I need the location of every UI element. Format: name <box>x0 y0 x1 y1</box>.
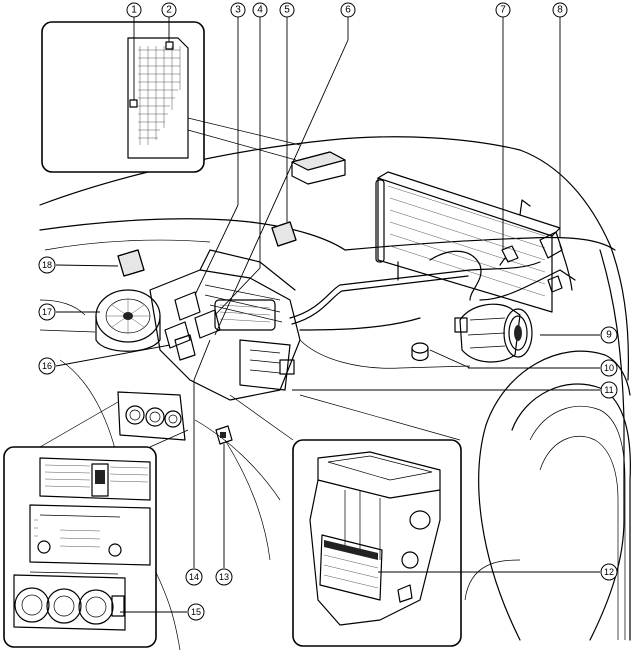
inset-climate-panel <box>3 401 189 648</box>
callout-17: 17 <box>38 303 56 321</box>
actuators <box>174 291 221 361</box>
callout-2: 2 <box>161 2 177 18</box>
hvac-unit <box>149 249 301 401</box>
callout-17-label: 17 <box>42 307 52 317</box>
callout-3-label: 3 <box>235 5 241 16</box>
callout-12-label: 12 <box>604 567 614 577</box>
callout-11: 11 <box>600 381 618 399</box>
callout-15-label: 15 <box>191 607 201 617</box>
callout-10-label: 10 <box>604 363 614 373</box>
blower-resistor <box>164 321 191 349</box>
in-car-sensor <box>215 425 233 445</box>
callout-16-label: 16 <box>42 361 52 371</box>
callout-13-label: 13 <box>219 572 229 582</box>
callout-11-label: 11 <box>604 385 613 395</box>
callout-14: 14 <box>185 568 203 586</box>
callout-13: 13 <box>215 568 233 586</box>
callout-9: 9 <box>600 326 618 344</box>
pressure-switch <box>499 245 519 266</box>
climate-control-unit <box>117 391 186 441</box>
condenser <box>375 171 561 313</box>
callout-3: 3 <box>230 2 246 18</box>
refrigerant-pressure-part <box>411 342 429 362</box>
dash-module <box>291 151 346 185</box>
callout-5: 5 <box>279 2 295 18</box>
inset-control-module <box>41 21 301 173</box>
leader-lines <box>55 17 600 613</box>
callout-12: 12 <box>600 563 618 581</box>
callout-4: 4 <box>252 2 268 18</box>
callout-1-label: 1 <box>131 5 137 16</box>
blower-motor <box>95 289 161 352</box>
callout-10: 10 <box>600 359 618 377</box>
callout-18: 18 <box>38 256 56 274</box>
callout-7-label: 7 <box>500 5 506 16</box>
callout-4-label: 4 <box>257 5 263 16</box>
callout-6-label: 6 <box>345 5 351 16</box>
callout-14-label: 14 <box>189 572 199 582</box>
callout-1: 1 <box>126 2 142 18</box>
callout-8: 8 <box>552 2 568 18</box>
callout-5-label: 5 <box>284 5 290 16</box>
callout-16: 16 <box>38 357 56 375</box>
callout-18-label: 18 <box>42 260 52 270</box>
callout-2-label: 2 <box>166 5 172 16</box>
callout-9-label: 9 <box>606 330 612 341</box>
refrigerant-lines <box>289 244 576 331</box>
ac-compressor <box>454 303 533 363</box>
callout-8-label: 8 <box>557 5 563 16</box>
relay-5 <box>271 221 297 247</box>
callout-15: 15 <box>187 603 205 621</box>
recirc-actuator <box>117 249 145 277</box>
refrigerant-line-block <box>539 231 563 293</box>
inset-hvac-unit <box>229 394 462 647</box>
callout-6: 6 <box>340 2 356 18</box>
callout-7: 7 <box>495 2 511 18</box>
